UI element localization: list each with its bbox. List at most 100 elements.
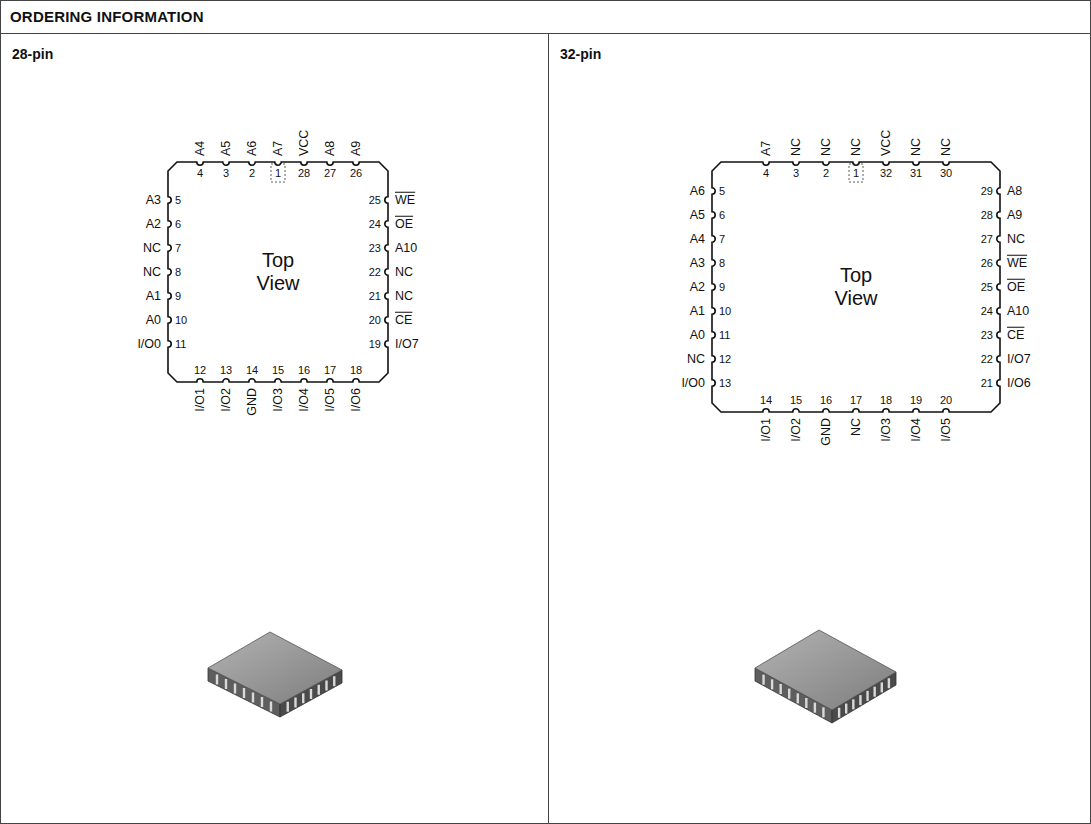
- package-lead: [302, 693, 304, 703]
- package-lead: [333, 676, 335, 686]
- chip-body: Top View: [712, 162, 1000, 412]
- package-lead: [252, 693, 254, 703]
- package-lead: [788, 689, 790, 699]
- pin-name: A8: [1007, 185, 1022, 198]
- pin-number: 22: [981, 354, 993, 365]
- package-lead: [859, 695, 861, 705]
- pin-name: GND: [820, 418, 833, 446]
- pin-number: 21: [981, 378, 993, 389]
- pin-number: 5: [175, 195, 181, 206]
- plcc-illustration: [755, 630, 896, 723]
- pin-name: WE: [1007, 257, 1027, 270]
- pin-name: A10: [1007, 305, 1029, 318]
- pin-name: NC: [395, 266, 413, 279]
- pin-number: 16: [820, 395, 832, 406]
- package-top: [208, 632, 342, 704]
- pin-number: 10: [175, 315, 187, 326]
- package-lead: [234, 684, 236, 694]
- header-rule: [0, 33, 1091, 34]
- pin-name: A3: [690, 257, 705, 270]
- pin-name: NC: [1007, 233, 1025, 246]
- package-lead: [318, 685, 320, 695]
- pin-name: OE: [1007, 281, 1025, 294]
- pin-name: A9: [1007, 209, 1022, 222]
- pin-name: A2: [690, 281, 705, 294]
- pin-number: 3: [223, 168, 229, 179]
- pin1-marker: [271, 164, 285, 182]
- pin-name: A1: [690, 305, 705, 318]
- pin-name: I/O2: [790, 418, 803, 442]
- pin-name: I/O0: [681, 377, 705, 390]
- pin-number: 8: [175, 267, 181, 278]
- package-lead: [881, 682, 883, 692]
- pin-name: A8: [324, 141, 337, 156]
- pin-number: 4: [197, 168, 203, 179]
- pin1-marker: [849, 164, 863, 182]
- pin-name: A4: [690, 233, 705, 246]
- pin-number: 15: [272, 365, 284, 376]
- pin-name: NC: [687, 353, 705, 366]
- pin-number: 7: [719, 234, 725, 245]
- plcc-illustration: [208, 632, 342, 717]
- pin-name: I/O3: [880, 418, 893, 442]
- pin-number: 28: [981, 210, 993, 221]
- column-divider: [548, 34, 549, 824]
- pin-name: NC: [850, 418, 863, 436]
- package-lead: [838, 708, 840, 718]
- package-heading: 28-pin: [12, 46, 53, 62]
- pin-name: I/O5: [940, 418, 953, 442]
- pin-number: 4: [763, 168, 769, 179]
- package-top: [755, 630, 896, 710]
- package-lead: [225, 679, 227, 689]
- pin-number: 6: [719, 210, 725, 221]
- pin-number: 24: [369, 219, 381, 230]
- pin-name: I/O6: [350, 388, 363, 412]
- view-label: Top View: [824, 264, 888, 310]
- pin-name: NC: [940, 138, 953, 156]
- pin-name: A4: [194, 141, 207, 156]
- pin-number: 19: [910, 395, 922, 406]
- pin-name: I/O7: [1007, 353, 1031, 366]
- package-leads: [217, 675, 334, 712]
- plcc-outline: [168, 162, 388, 382]
- plcc-outline: [712, 162, 1000, 412]
- package-lead: [325, 681, 327, 691]
- pin-name: VCC: [298, 130, 311, 156]
- pin-number: 12: [194, 365, 206, 376]
- package-lead: [216, 675, 218, 685]
- package-lead: [243, 688, 245, 698]
- pin-number: 1: [853, 168, 859, 179]
- pin-name: A7: [272, 141, 285, 156]
- package-lead: [814, 703, 816, 713]
- pin-number: 32: [880, 168, 892, 179]
- pin-number: 5: [719, 186, 725, 197]
- pin-number: 25: [369, 195, 381, 206]
- pin-name: CE: [395, 314, 412, 327]
- pin-name: CE: [1007, 329, 1024, 342]
- pin-name: I/O3: [272, 388, 285, 412]
- pin-name: I/O6: [1007, 377, 1031, 390]
- pin-number: 13: [719, 378, 731, 389]
- pin-number: 21: [369, 291, 381, 302]
- pin-name: NC: [910, 138, 923, 156]
- package-lead: [310, 689, 312, 699]
- package-heading: 32-pin: [560, 46, 601, 62]
- pin-number: 3: [793, 168, 799, 179]
- pin-number: 2: [823, 168, 829, 179]
- pin-number: 23: [369, 243, 381, 254]
- pin-number: 19: [369, 339, 381, 350]
- package-lead: [866, 691, 868, 701]
- pin-number: 7: [175, 243, 181, 254]
- package-lead: [771, 679, 773, 689]
- pin-name: NC: [395, 290, 413, 303]
- pin-name: VCC: [880, 130, 893, 156]
- pin-name: I/O7: [395, 338, 419, 351]
- package-lead: [779, 684, 781, 694]
- pin-number: 22: [369, 267, 381, 278]
- pin-number: 11: [719, 330, 730, 341]
- pin-number: 20: [940, 395, 952, 406]
- pin-number: 27: [981, 234, 993, 245]
- pin-name: A2: [146, 218, 161, 231]
- package-lead: [888, 678, 890, 688]
